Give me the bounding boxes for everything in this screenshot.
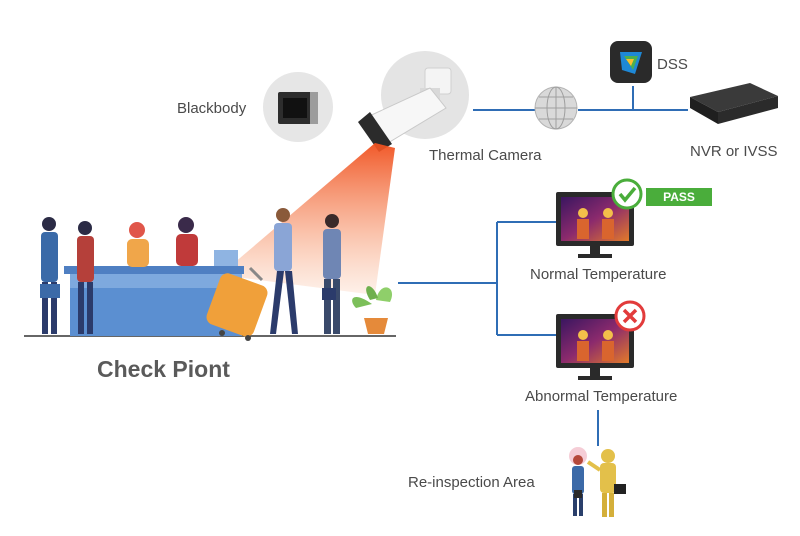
blackbody-label: Blackbody	[177, 100, 247, 117]
thermal-camera-icon	[358, 51, 469, 152]
normal-temperature-label: Normal Temperature	[530, 266, 667, 283]
nvr-recorder-icon	[690, 83, 778, 124]
people-icon	[40, 208, 341, 334]
reinspection-people-icon	[569, 447, 626, 517]
nvr-label: NVR or IVSS	[690, 143, 778, 160]
cross-icon	[614, 300, 646, 332]
dss-software-icon	[610, 41, 652, 83]
thermal-beam	[220, 143, 395, 295]
pass-label: PASS	[663, 190, 695, 204]
checkpoint-title: Check Piont	[97, 356, 230, 382]
thermal-camera-label: Thermal Camera	[429, 147, 542, 164]
plant-icon	[352, 286, 393, 334]
monitor-icon-abnormal	[556, 314, 634, 380]
network-globe-icon	[534, 86, 578, 130]
monitor-icon-normal	[556, 192, 634, 258]
connection-lines	[398, 86, 688, 446]
reinspection-area-label: Re-inspection Area	[408, 474, 535, 491]
dss-label: DSS	[657, 56, 688, 73]
pass-badge	[646, 188, 712, 206]
abnormal-temperature-label: Abnormal Temperature	[525, 388, 678, 405]
check-icon	[611, 178, 643, 210]
luggage-icon	[206, 266, 268, 341]
blackbody-device-icon	[263, 72, 333, 142]
